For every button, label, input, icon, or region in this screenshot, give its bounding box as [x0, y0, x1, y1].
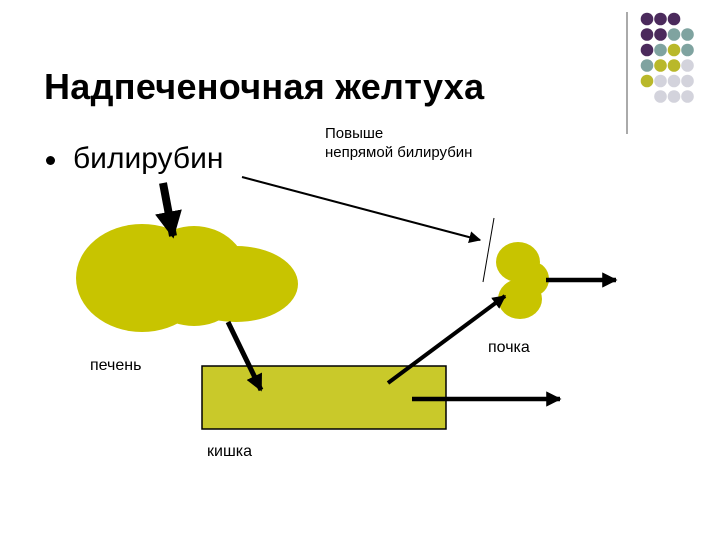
- decor-dot: [640, 59, 654, 72]
- decor-dot: [654, 74, 667, 88]
- decor-dot: [667, 43, 681, 57]
- decor-dot: [640, 43, 654, 57]
- kidney-label: почка: [488, 339, 530, 356]
- decor-dot: [654, 90, 667, 103]
- decor-dot: [640, 12, 654, 26]
- slide-title: Надпеченочная желтуха: [44, 66, 485, 107]
- decor-dot: [667, 59, 681, 72]
- liver-shape: [76, 224, 298, 332]
- kidney-filter-line: [482, 217, 495, 283]
- decor-dot: [681, 90, 694, 103]
- decor-dot: [667, 90, 681, 103]
- intestine-label: кишка: [207, 443, 253, 460]
- intestine-shape: [201, 365, 447, 430]
- decor-dot: [640, 28, 654, 41]
- kidney-shape: [496, 242, 549, 319]
- liver-label: печень: [90, 357, 142, 374]
- bullet-dot: [46, 155, 55, 165]
- annotation-note: Повыше непрямой билирубин: [325, 124, 472, 162]
- arrow-annotation-thin: [241, 176, 482, 244]
- decor-dot: [654, 12, 667, 26]
- decor-dot: [654, 28, 667, 41]
- decor-dot: [681, 43, 694, 57]
- decor-dot: [681, 28, 694, 41]
- decor-dot: [681, 59, 694, 72]
- bullet-text: билирубин: [73, 142, 224, 175]
- decor-dot: [681, 74, 694, 88]
- decor-dot: [654, 43, 667, 57]
- decor-dot: [667, 12, 681, 26]
- bullet-item: билирубин: [46, 142, 223, 176]
- annotation-line-1: Повыше: [325, 125, 384, 142]
- decor-dot: [667, 28, 681, 41]
- decor-dot: [654, 59, 667, 72]
- arrow-intestine-to-kidney: [386, 294, 507, 385]
- decor-dot-grid: [640, 12, 694, 103]
- annotation-line-2: непрямой билирубин: [325, 144, 473, 161]
- decor-dot: [667, 74, 681, 88]
- arrow-bilirubin-to-liver: [155, 182, 182, 239]
- arrow-liver-to-intestine: [225, 320, 264, 392]
- decor-dot: [640, 74, 654, 88]
